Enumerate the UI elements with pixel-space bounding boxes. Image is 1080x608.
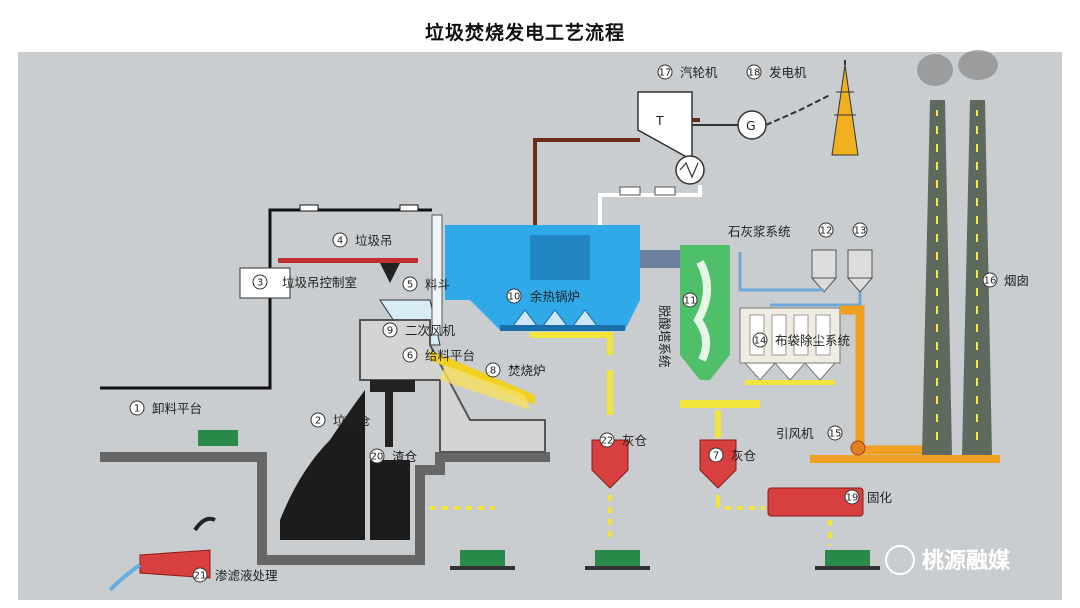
label-12: 12 bbox=[818, 222, 834, 238]
svg-text:烟囱: 烟囱 bbox=[1004, 273, 1029, 288]
svg-text:1: 1 bbox=[134, 404, 140, 415]
label-2: 2 垃圾仓 bbox=[310, 412, 371, 428]
svg-text:固化: 固化 bbox=[867, 490, 893, 505]
svg-text:7: 7 bbox=[713, 451, 719, 462]
truck-icon bbox=[595, 550, 640, 566]
svg-text:焚烧炉: 焚烧炉 bbox=[508, 363, 546, 378]
svg-text:12: 12 bbox=[820, 226, 833, 237]
diagram-title: 垃圾焚烧发电工艺流程 bbox=[424, 22, 625, 44]
svg-text:11: 11 bbox=[684, 296, 697, 307]
svg-text:9: 9 bbox=[387, 326, 393, 337]
induced-draft-fan bbox=[850, 440, 866, 456]
svg-text:15: 15 bbox=[829, 429, 842, 440]
svg-text:渗滤液处理: 渗滤液处理 bbox=[215, 568, 278, 583]
svg-text:14: 14 bbox=[754, 336, 767, 347]
waste-pile bbox=[280, 390, 365, 540]
label-11: 11 脱酸塔系统 bbox=[657, 292, 698, 368]
generator-letter: G bbox=[746, 118, 756, 133]
svg-text:料斗: 料斗 bbox=[425, 277, 450, 292]
label-17: 17 汽轮机 bbox=[657, 64, 718, 80]
svg-text:垃圾仓: 垃圾仓 bbox=[333, 413, 371, 428]
label-8: 8 焚烧炉 bbox=[485, 362, 546, 378]
transmission-tower bbox=[831, 64, 859, 156]
svg-text:5: 5 bbox=[407, 280, 413, 291]
label-6: 6 给料平台 bbox=[402, 347, 475, 363]
crane-grab-icon bbox=[380, 263, 400, 283]
label-18: 18 发电机 bbox=[746, 64, 807, 80]
slag-pile bbox=[370, 460, 410, 540]
svg-text:13: 13 bbox=[854, 226, 867, 237]
svg-text:3: 3 bbox=[257, 278, 263, 289]
label-14: 14 布袋除尘系统 bbox=[752, 332, 850, 348]
svg-text:22: 22 bbox=[601, 436, 614, 447]
svg-text:17: 17 bbox=[659, 68, 672, 79]
svg-text:21: 21 bbox=[194, 571, 207, 582]
condenser bbox=[675, 155, 705, 185]
svg-text:垃圾吊控制室: 垃圾吊控制室 bbox=[282, 275, 357, 290]
flue-duct bbox=[640, 250, 680, 268]
svg-text:给料平台: 给料平台 bbox=[425, 348, 475, 363]
svg-text:发电机: 发电机 bbox=[769, 65, 807, 80]
svg-text:6: 6 bbox=[407, 351, 413, 362]
label-10: 10 余热锅炉 bbox=[506, 288, 580, 304]
ash-silo bbox=[699, 439, 737, 489]
svg-text:灰仓: 灰仓 bbox=[731, 448, 757, 463]
label-4: 4 垃圾吊 bbox=[332, 232, 393, 248]
ground-level bbox=[100, 452, 260, 462]
svg-text:16: 16 bbox=[984, 276, 997, 287]
label-20: 20 渣仓 bbox=[369, 448, 418, 464]
svg-text:18: 18 bbox=[748, 68, 761, 79]
svg-text:4: 4 bbox=[337, 236, 343, 247]
svg-text:汽轮机: 汽轮机 bbox=[680, 65, 718, 80]
label-22: 22 灰仓 bbox=[599, 432, 648, 448]
svg-text:8: 8 bbox=[490, 366, 496, 377]
turbine-letter: T bbox=[655, 113, 664, 128]
svg-text:2: 2 bbox=[315, 416, 321, 427]
truck-icon bbox=[825, 550, 870, 566]
svg-text:卸料平台: 卸料平台 bbox=[152, 401, 202, 416]
svg-text:布袋除尘系统: 布袋除尘系统 bbox=[775, 333, 850, 348]
waste-pit bbox=[257, 452, 445, 565]
svg-text:余热锅炉: 余热锅炉 bbox=[530, 289, 580, 304]
power-line bbox=[765, 94, 831, 126]
svg-text:引风机: 引风机 bbox=[776, 426, 814, 441]
svg-text:10: 10 bbox=[508, 292, 521, 303]
label-15: 15 引风机 bbox=[776, 425, 843, 441]
label-5: 5 料斗 bbox=[402, 276, 450, 292]
label-3: 3 垃圾吊控制室 bbox=[252, 274, 357, 290]
fly-ash-silo bbox=[591, 439, 629, 489]
lime-slurry-label: 石灰浆系统 bbox=[728, 224, 791, 239]
label-19: 19 固化 bbox=[844, 489, 893, 505]
duct-to-chimney bbox=[840, 305, 930, 455]
svg-text:灰仓: 灰仓 bbox=[622, 433, 648, 448]
watermark-text: 桃源融媒 bbox=[922, 548, 1011, 574]
label-9: 9 二次风机 bbox=[382, 322, 456, 338]
truck-icon bbox=[198, 430, 238, 446]
svg-text:20: 20 bbox=[371, 452, 384, 463]
bunker-hall-outline bbox=[100, 208, 432, 390]
label-1: 1 卸料平台 bbox=[129, 400, 202, 416]
truck-icon bbox=[460, 550, 505, 566]
crane-control-room bbox=[239, 267, 291, 299]
label-16: 16 烟囱 bbox=[982, 272, 1029, 288]
crane-rail bbox=[278, 258, 418, 263]
svg-text:渣仓: 渣仓 bbox=[392, 449, 418, 464]
svg-text:19: 19 bbox=[846, 493, 859, 504]
svg-text:脱酸塔系统: 脱酸塔系统 bbox=[657, 305, 672, 368]
solidification-unit bbox=[767, 487, 864, 517]
label-13: 13 bbox=[852, 222, 868, 238]
svg-text:垃圾吊: 垃圾吊 bbox=[355, 233, 393, 248]
label-21: 21 渗滤液处理 bbox=[192, 567, 278, 583]
wechat-icon bbox=[885, 545, 915, 575]
label-7: 7 灰仓 bbox=[708, 447, 757, 463]
steam-pipe bbox=[533, 138, 640, 225]
svg-text:二次风机: 二次风机 bbox=[405, 323, 456, 338]
watermark: 桃源融媒 bbox=[885, 545, 1011, 575]
